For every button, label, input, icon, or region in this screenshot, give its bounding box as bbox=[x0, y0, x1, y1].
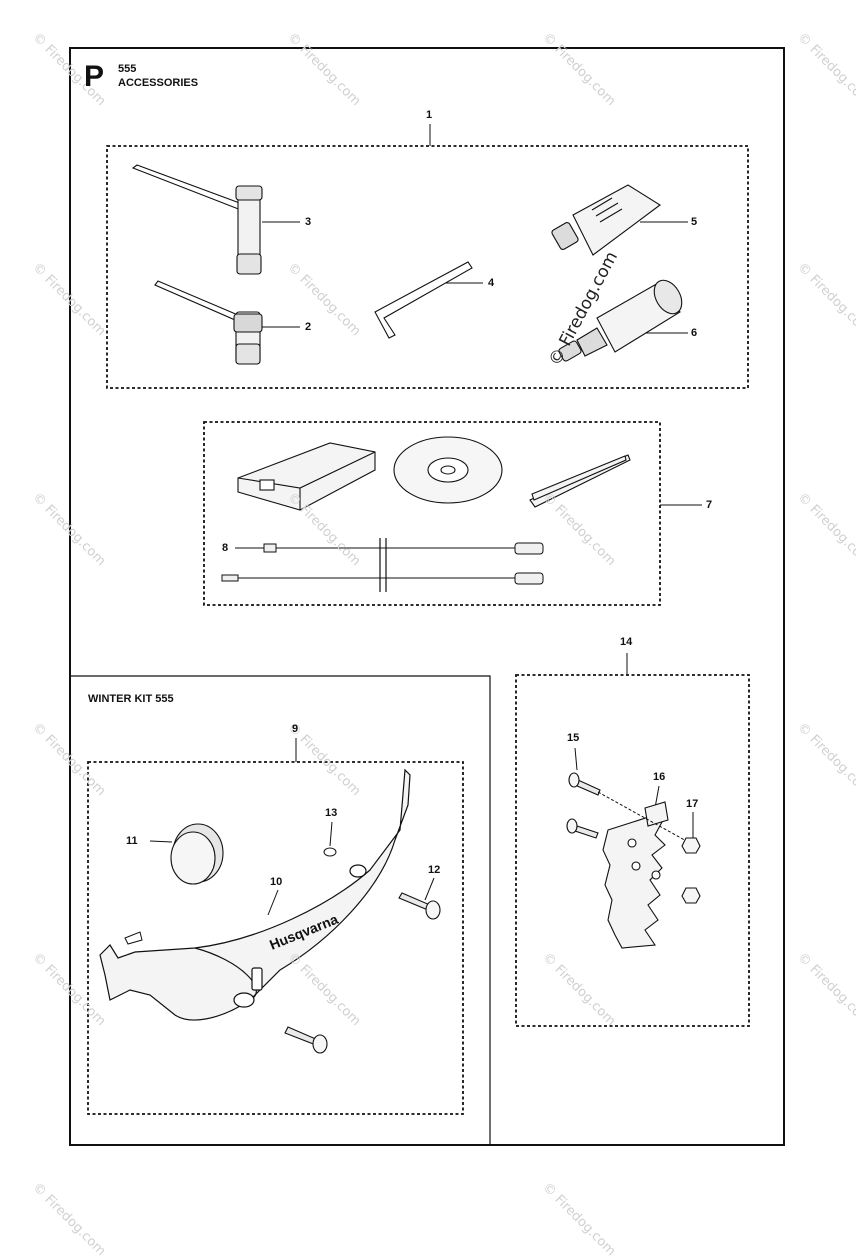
callout-10: 10 bbox=[270, 876, 283, 888]
section-letter: P bbox=[84, 60, 105, 93]
callout-12: 12 bbox=[428, 864, 441, 876]
group-box-14 bbox=[515, 674, 750, 1027]
page-frame bbox=[69, 47, 785, 1146]
tweezers-icon bbox=[529, 454, 631, 508]
model-number: 555 bbox=[118, 63, 137, 75]
callout-16: 16 bbox=[653, 771, 666, 783]
bumper-spike-icon bbox=[602, 801, 669, 949]
spark-plug-wrench-icon bbox=[154, 280, 263, 365]
callout-17: 17 bbox=[686, 798, 699, 810]
callout-9: 9 bbox=[292, 723, 299, 735]
group-box-9 bbox=[87, 761, 464, 1115]
callout-1: 1 bbox=[426, 109, 433, 121]
callout-5: 5 bbox=[691, 216, 698, 228]
callout-11: 11 bbox=[126, 835, 138, 847]
parts-diagram: Husqvarna bbox=[69, 47, 785, 1146]
screw-icon bbox=[566, 772, 601, 839]
cd-disc-icon bbox=[393, 436, 503, 504]
winter-kit-frame bbox=[70, 675, 491, 1145]
grease-gun-icon bbox=[558, 279, 683, 362]
callout-4: 4 bbox=[488, 277, 495, 289]
page-title: ACCESSORIES bbox=[118, 77, 199, 89]
washer-icon bbox=[323, 847, 337, 857]
callout-6: 6 bbox=[691, 327, 698, 339]
hex-key-icon bbox=[374, 261, 473, 339]
usb-interface-box-icon bbox=[237, 442, 376, 511]
callout-14: 14 bbox=[620, 636, 633, 648]
callout-3: 3 bbox=[305, 216, 312, 228]
callout-13: 13 bbox=[325, 807, 338, 819]
callout-2: 2 bbox=[305, 321, 312, 333]
combination-wrench-icon bbox=[131, 164, 263, 275]
callout-7: 7 bbox=[706, 499, 713, 511]
screw-icon bbox=[284, 892, 441, 1054]
grease-tube-icon bbox=[551, 184, 661, 256]
callout-15: 15 bbox=[567, 732, 580, 744]
callout-8: 8 bbox=[222, 542, 229, 554]
rubber-plug-icon bbox=[170, 823, 224, 885]
winter-kit-title: WINTER KIT 555 bbox=[88, 693, 174, 705]
group-box-1 bbox=[106, 145, 749, 389]
winter-cover-plate-icon bbox=[99, 768, 411, 1021]
cable-icon bbox=[221, 538, 544, 592]
nut-icon bbox=[681, 837, 701, 904]
group-box-7 bbox=[203, 421, 661, 606]
